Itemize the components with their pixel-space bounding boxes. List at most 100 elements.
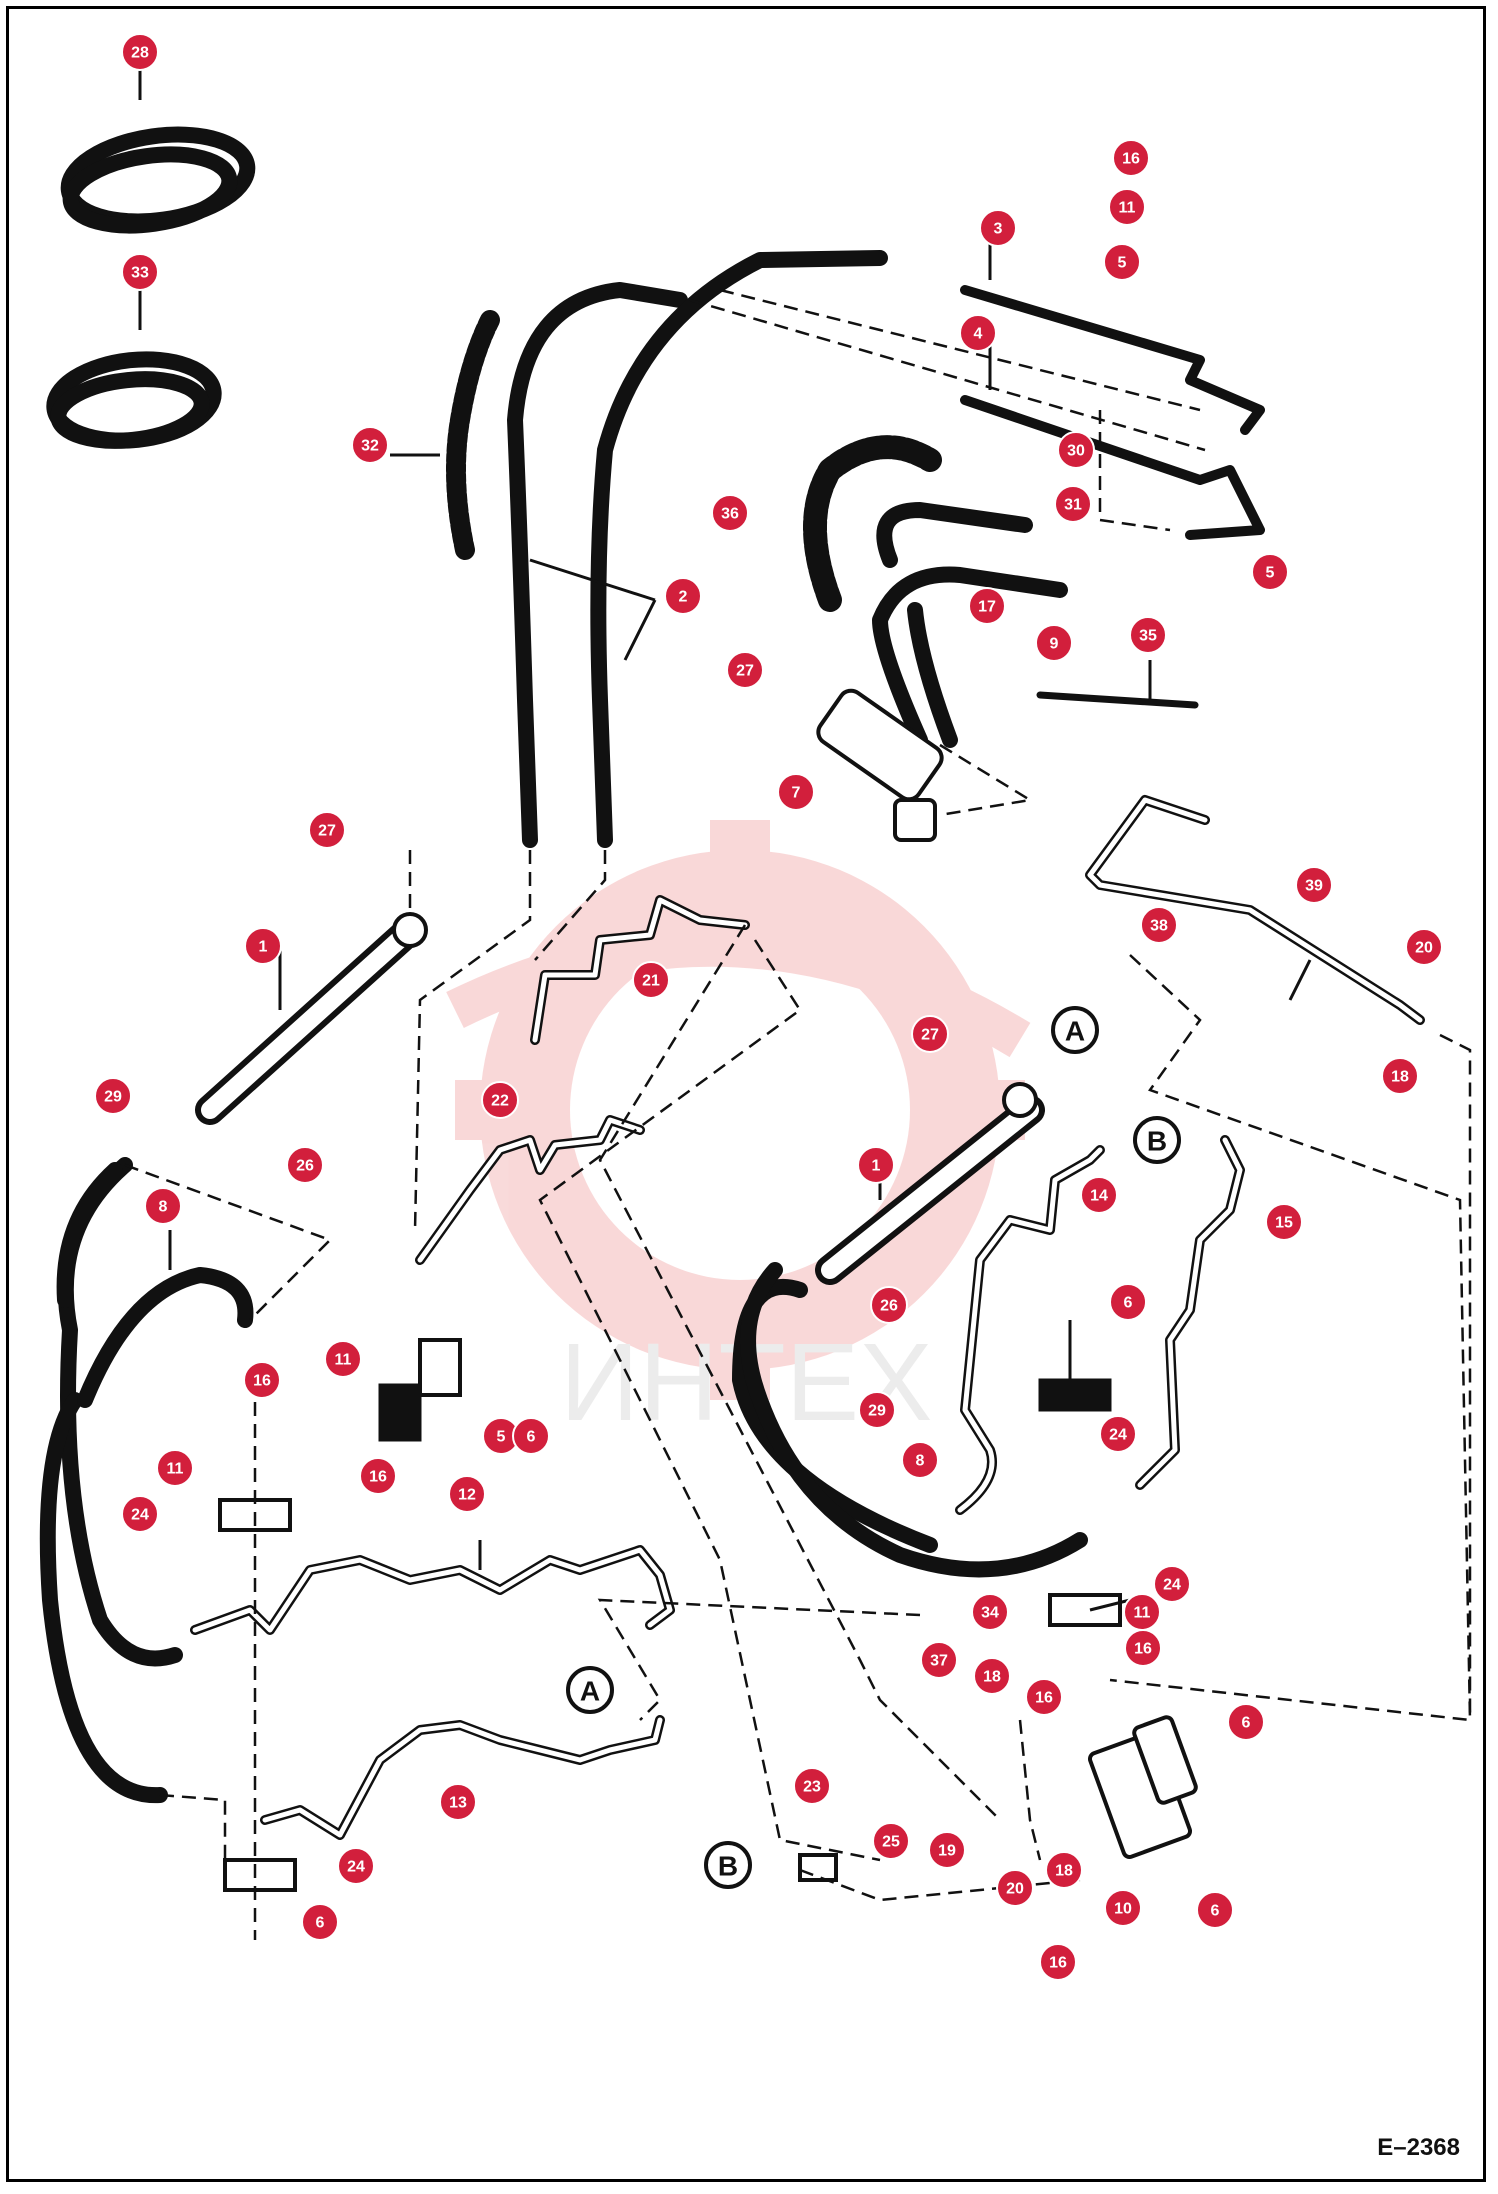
callout-18: 18 <box>1045 1851 1083 1889</box>
callout-26: 26 <box>870 1286 908 1324</box>
callout-label: 24 <box>1109 1427 1127 1444</box>
hoses-17 <box>872 502 1068 748</box>
tube-13 <box>260 1715 665 1840</box>
callout-label: 3 <box>994 221 1003 238</box>
callout-29: 29 <box>858 1391 896 1429</box>
callout-6: 6 <box>1196 1891 1234 1929</box>
callout-18: 18 <box>1381 1057 1419 1095</box>
callout-label: 24 <box>131 1507 149 1524</box>
tube-39 <box>1085 795 1425 1025</box>
callout-label: 2 <box>679 589 688 606</box>
long-hoses-2 <box>507 250 888 848</box>
callout-marker <box>1103 243 1141 281</box>
callout-label: 16 <box>1122 151 1140 168</box>
callout-marker <box>1251 553 1289 591</box>
callout-marker <box>711 494 749 532</box>
callout-marker <box>243 1361 281 1399</box>
callout-23: 23 <box>793 1767 831 1805</box>
callout-label: 8 <box>916 1453 925 1470</box>
callout-label: 23 <box>803 1779 821 1796</box>
svg-text:B: B <box>1147 1126 1167 1157</box>
callout-label: 1 <box>872 1158 881 1175</box>
callout-6: 6 <box>1109 1283 1147 1321</box>
callout-11: 11 <box>324 1340 362 1378</box>
callout-marker <box>726 651 764 689</box>
callout-marker <box>512 1417 550 1455</box>
callout-marker <box>872 1822 910 1860</box>
callout-label: 10 <box>1114 1901 1132 1918</box>
tube-22 <box>415 1115 645 1265</box>
callout-31: 31 <box>1054 485 1092 523</box>
callout-marker <box>1124 1629 1162 1667</box>
callout-label: 39 <box>1305 878 1323 895</box>
callout-38: 38 <box>1140 906 1178 944</box>
callout-marker <box>979 209 1017 247</box>
callout-16: 16 <box>359 1457 397 1495</box>
callout-marker <box>1227 1703 1265 1741</box>
callout-label: 29 <box>104 1089 122 1106</box>
callout-13: 13 <box>439 1783 477 1821</box>
callout-label: 5 <box>1266 565 1275 582</box>
callout-label: 11 <box>335 1352 352 1369</box>
callout-label: 30 <box>1067 443 1085 460</box>
valve-body-10 <box>1087 1715 1198 1859</box>
callout-22: 22 <box>481 1081 519 1119</box>
flag-b-lower: B <box>704 1841 752 1889</box>
callout-14: 14 <box>1080 1176 1118 1214</box>
callout-7: 7 <box>777 773 815 811</box>
callout-marker <box>121 253 159 291</box>
callout-label: 16 <box>1134 1641 1152 1658</box>
callout-label: 26 <box>296 1158 314 1175</box>
callout-label: 31 <box>1064 497 1082 514</box>
callout-label: 16 <box>253 1373 271 1390</box>
callout-label: 6 <box>1242 1715 1251 1732</box>
cylinder-1-right <box>815 1082 1045 1285</box>
callout-marker <box>959 314 997 352</box>
callout-label: 14 <box>1090 1188 1108 1205</box>
callout-label: 11 <box>167 1461 184 1478</box>
callout-36: 36 <box>711 494 749 532</box>
svg-text:B: B <box>718 1851 738 1882</box>
callout-21: 21 <box>632 961 670 999</box>
callout-marker <box>1035 624 1073 662</box>
valve-7 <box>816 688 944 842</box>
callout-label: 6 <box>1124 1295 1133 1312</box>
callout-label: 5 <box>497 1429 506 1446</box>
clamp-5-left <box>378 1338 462 1442</box>
callout-label: 21 <box>642 973 660 990</box>
callout-24: 24 <box>121 1495 159 1533</box>
callout-label: 9 <box>1050 636 1059 653</box>
callout-label: 11 <box>1119 200 1136 217</box>
callout-label: 20 <box>1006 1881 1024 1898</box>
callout-17: 17 <box>968 587 1006 625</box>
callout-label: 11 <box>1134 1605 1151 1622</box>
callout-marker <box>324 1340 362 1378</box>
callout-39: 39 <box>1295 866 1333 904</box>
callout-1: 1 <box>857 1146 895 1184</box>
callout-24: 24 <box>1099 1415 1137 1453</box>
callout-5: 5 <box>1251 553 1289 591</box>
clamp-24-b <box>223 1858 297 1892</box>
callout-30: 30 <box>1057 431 1095 469</box>
callout-marker <box>1104 1889 1142 1927</box>
callout-label: 36 <box>721 506 739 523</box>
drawing-frame <box>6 6 1486 2182</box>
callout-marker <box>777 773 815 811</box>
callout-marker <box>1295 866 1333 904</box>
callout-label: 22 <box>491 1093 509 1110</box>
callout-24: 24 <box>1153 1565 1191 1603</box>
callout-16: 16 <box>1025 1678 1063 1716</box>
callout-marker <box>857 1146 895 1184</box>
callout-label: 1 <box>259 939 268 956</box>
flag-a-upper: A <box>1051 1006 1099 1054</box>
callout-label: 28 <box>131 45 149 62</box>
callout-marker <box>911 1015 949 1053</box>
callout-marker <box>1381 1057 1419 1095</box>
callout-marker <box>1108 188 1146 226</box>
cylinder-1-left <box>195 912 428 1125</box>
callout-marker <box>359 1457 397 1495</box>
callout-16: 16 <box>1039 1943 1077 1981</box>
callout-marker <box>971 1593 1009 1631</box>
hoses-8-29-right <box>732 1262 1088 1578</box>
